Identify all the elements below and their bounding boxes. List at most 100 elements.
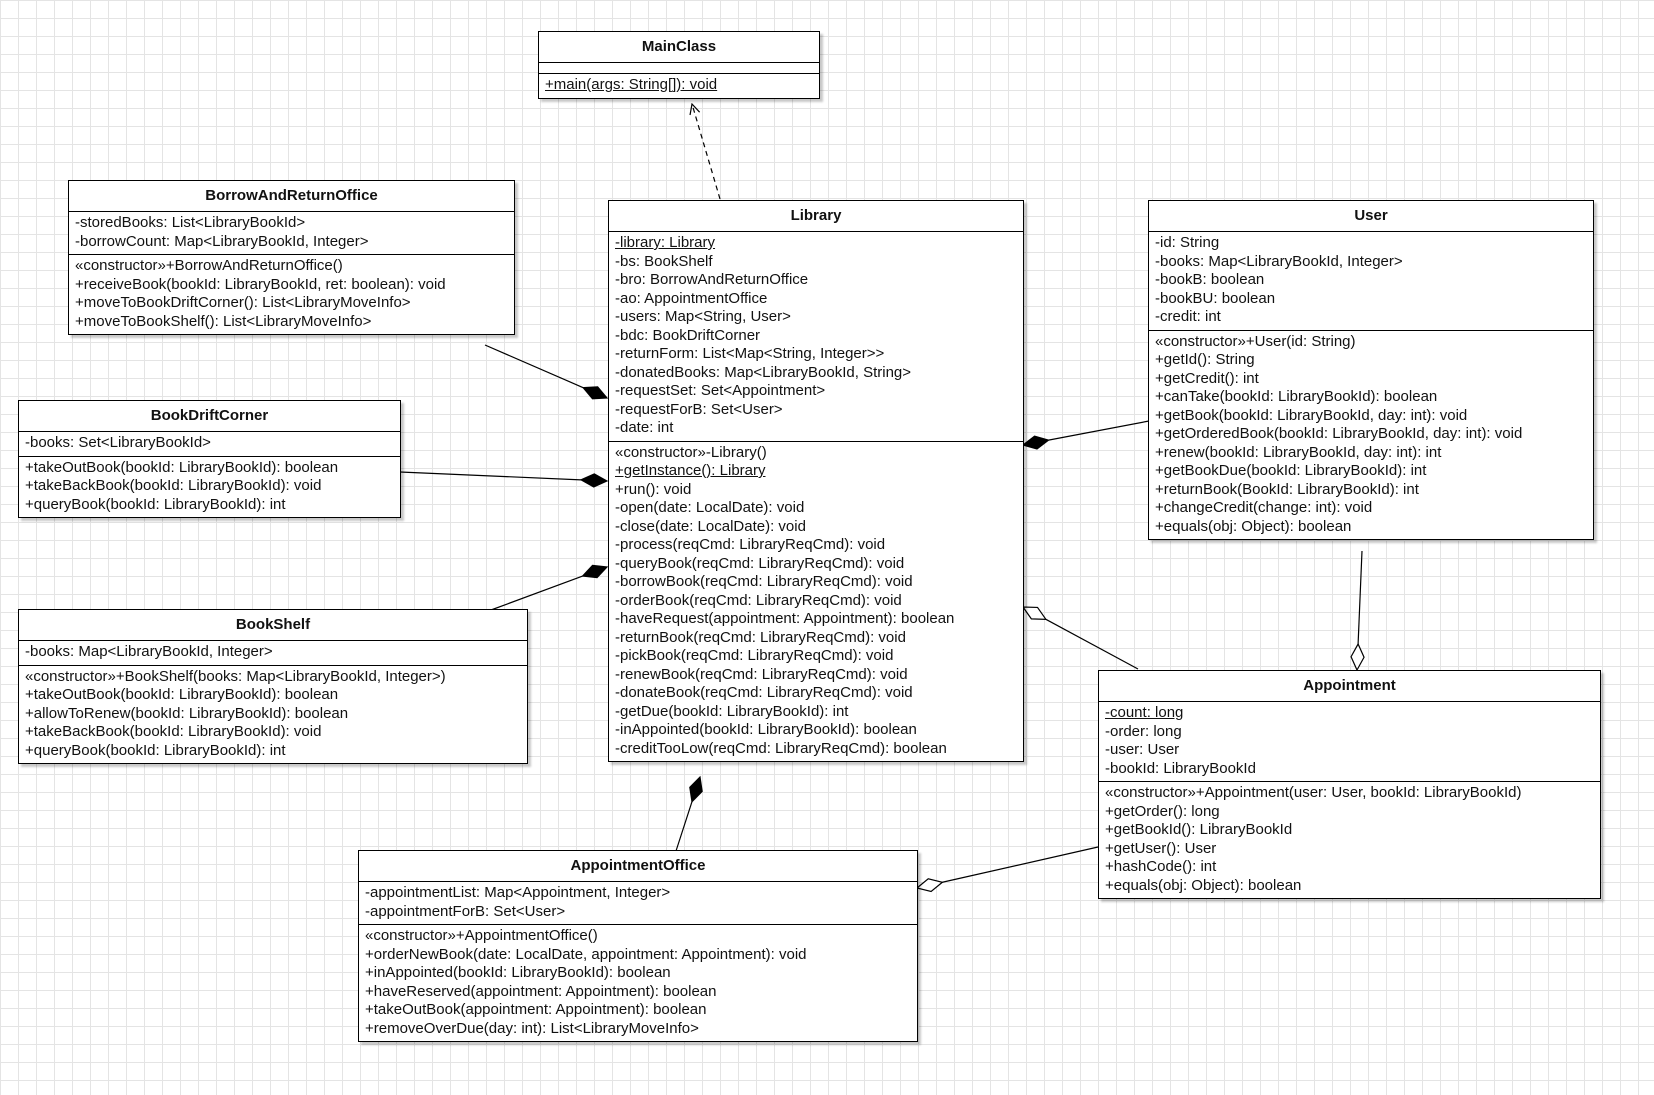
- operation: +moveToBookShelf(): List<LibraryMoveInfo…: [75, 312, 372, 330]
- operation: +renew(bookId: LibraryBookId, day: int):…: [1155, 443, 1442, 461]
- hollow-diamond-icon: [1350, 642, 1365, 672]
- attribute: -count: long: [1105, 704, 1184, 721]
- operation: -process(reqCmd: LibraryReqCmd): void: [615, 536, 886, 553]
- class-name: User: [1149, 201, 1593, 232]
- operation: +takeBackBook(bookId: LibraryBookId): vo…: [25, 723, 322, 740]
- operation: +orderNewBook(date: LocalDate, appointme…: [365, 945, 807, 963]
- operation: +receiveBook(bookId: LibraryBookId, ret:…: [75, 275, 446, 293]
- attribute: -bookId: LibraryBookId: [1105, 759, 1256, 777]
- operation: -returnBook(reqCmd: LibraryReqCmd): void: [615, 628, 906, 646]
- attribute: -appointmentForB: Set<User>: [365, 902, 566, 920]
- operations-compartment: «constructor»+AppointmentOffice()+orderN…: [359, 925, 917, 1041]
- attributes-compartment: -library: Library-bs: BookShelf-bro: Bor…: [609, 232, 1023, 442]
- composition-connector: [1021, 420, 1150, 450]
- operation: -inAppointed(bookId: LibraryBookId): boo…: [615, 721, 917, 738]
- attribute: -books: Map<LibraryBookId, Integer>: [25, 643, 273, 660]
- attribute: -donatedBooks: Map<LibraryBookId, String…: [615, 363, 912, 381]
- operation: +removeOverDue(day: int): List<LibraryMo…: [365, 1019, 699, 1037]
- operation: «constructor»+AppointmentOffice(): [365, 927, 598, 944]
- attribute: -books: Set<LibraryBookId>: [25, 434, 211, 451]
- class-bookshelf[interactable]: BookShelf -books: Map<LibraryBookId, Inte…: [18, 609, 528, 764]
- operation: +getOrder(): long: [1105, 802, 1220, 820]
- aggregation-line: [942, 846, 1099, 883]
- attribute: -order: long: [1105, 722, 1182, 740]
- class-name: MainClass: [539, 32, 819, 63]
- attribute: -bookB: boolean: [1155, 271, 1265, 288]
- class-bookdriftcorner[interactable]: BookDriftCorner -books: Set<LibraryBookId…: [18, 400, 401, 518]
- composition-connector: [399, 471, 609, 488]
- class-appointmentoffice[interactable]: AppointmentOffice -appointmentList: Map<A…: [358, 850, 918, 1042]
- composition-line: [490, 575, 583, 611]
- operation: +run(): void: [615, 480, 692, 498]
- hollow-diamond-icon: [915, 878, 944, 893]
- operation: +takeBackBook(bookId: LibraryBookId): vo…: [25, 477, 322, 494]
- operation: -haveRequest(appointment: Appointment): …: [615, 610, 955, 627]
- operation: «constructor»-Library(): [615, 443, 767, 461]
- composition-line: [675, 801, 693, 852]
- operation: +getInstance(): Library: [615, 462, 766, 479]
- attribute: -date: int: [615, 419, 674, 436]
- attribute: -ao: AppointmentOffice: [615, 289, 768, 307]
- class-mainclass[interactable]: MainClass +main(args: String[]): void: [538, 31, 820, 99]
- operation: +equals(obj: Object): boolean: [1105, 876, 1302, 894]
- attribute: -requestForB: Set<User>: [615, 400, 783, 418]
- operation: -pickBook(reqCmd: LibraryReqCmd): void: [615, 647, 894, 664]
- attribute: -bookBU: boolean: [1155, 289, 1276, 307]
- operation: -getDue(bookId: LibraryBookId): int: [615, 702, 849, 720]
- operation: +getBookDue(bookId: LibraryBookId): int: [1155, 462, 1427, 479]
- operation: +moveToBookDriftCorner(): List<LibraryMo…: [75, 294, 411, 311]
- composition-connector: [484, 344, 609, 400]
- operation: +takeOutBook(bookId: LibraryBookId): boo…: [25, 686, 339, 703]
- operations-compartment: +main(args: String[]): void: [539, 74, 819, 98]
- filled-diamond-icon: [579, 473, 609, 488]
- composition-line: [399, 471, 582, 481]
- operation: +getOrderedBook(bookId: LibraryBookId, d…: [1155, 425, 1523, 442]
- attributes-compartment: [539, 63, 819, 74]
- attributes-compartment: -books: Set<LibraryBookId>: [19, 432, 400, 457]
- attribute: -appointmentList: Map<Appointment, Integ…: [365, 884, 671, 901]
- composition-line: [484, 344, 584, 389]
- operation: -renewBook(reqCmd: LibraryReqCmd): void: [615, 665, 908, 683]
- attribute: -user: User: [1105, 741, 1180, 758]
- attributes-compartment: -storedBooks: List<LibraryBookId>-borrow…: [69, 212, 514, 255]
- operations-compartment: «constructor»-Library()+getInstance(): L…: [609, 442, 1023, 762]
- operation: +hashCode(): int: [1105, 858, 1217, 875]
- composition-connector: [490, 564, 609, 611]
- filled-diamond-icon: [1021, 435, 1050, 450]
- operation: -close(date: LocalDate): void: [615, 517, 806, 535]
- aggregation-connector: [1350, 550, 1365, 672]
- operation: «constructor»+User(id: String): [1155, 332, 1356, 350]
- operations-compartment: «constructor»+BookShelf(books: Map<Libra…: [19, 666, 527, 764]
- class-user[interactable]: User-id: String-books: Map<LibraryBookId…: [1148, 200, 1594, 540]
- operation: -queryBook(reqCmd: LibraryReqCmd): void: [615, 554, 905, 572]
- class-library[interactable]: Library-library: Library-bs: BookShelf-b…: [608, 200, 1024, 762]
- operation: +allowToRenew(bookId: LibraryBookId): bo…: [25, 704, 349, 722]
- hollow-diamond-icon: [1021, 606, 1048, 620]
- class-name: AppointmentOffice: [359, 851, 917, 882]
- operations-compartment: +takeOutBook(bookId: LibraryBookId): boo…: [19, 457, 400, 518]
- operation: +getBook(bookId: LibraryBookId, day: int…: [1155, 406, 1468, 424]
- operation: +queryBook(bookId: LibraryBookId): int: [25, 741, 286, 759]
- class-borrowandreturnoffice[interactable]: BorrowAndReturnOffice-storedBooks: List<…: [68, 180, 515, 335]
- operation: +getUser(): User: [1105, 839, 1217, 857]
- attributes-compartment: -appointmentList: Map<Appointment, Integ…: [359, 882, 917, 925]
- operation: «constructor»+Appointment(user: User, bo…: [1105, 784, 1522, 801]
- aggregation-line: [1357, 550, 1363, 645]
- filled-diamond-icon: [581, 386, 609, 400]
- operation: -orderBook(reqCmd: LibraryReqCmd): void: [615, 591, 902, 609]
- operation: +main(args: String[]): void: [545, 76, 718, 93]
- attribute: -bdc: BookDriftCorner: [615, 326, 761, 344]
- aggregation-line: [1045, 618, 1139, 670]
- attribute: -credit: int: [1155, 308, 1221, 325]
- operation: +haveReserved(appointment: Appointment):…: [365, 982, 717, 1000]
- class-name: BookShelf: [19, 610, 527, 641]
- attribute: -returnForm: List<Map<String, Integer>>: [615, 345, 885, 362]
- class-name: BookDriftCorner: [19, 401, 400, 432]
- operation: +returnBook(BookId: LibraryBookId): int: [1155, 480, 1419, 498]
- attributes-compartment: -count: long-order: long-user: User-book…: [1099, 702, 1600, 782]
- class-appointment[interactable]: Appointment-count: long-order: long-user…: [1098, 670, 1601, 899]
- operation: +takeOutBook(bookId: LibraryBookId): boo…: [25, 458, 339, 476]
- operation: +queryBook(bookId: LibraryBookId): int: [25, 495, 286, 513]
- operation: -creditTooLow(reqCmd: LibraryReqCmd): bo…: [615, 739, 947, 757]
